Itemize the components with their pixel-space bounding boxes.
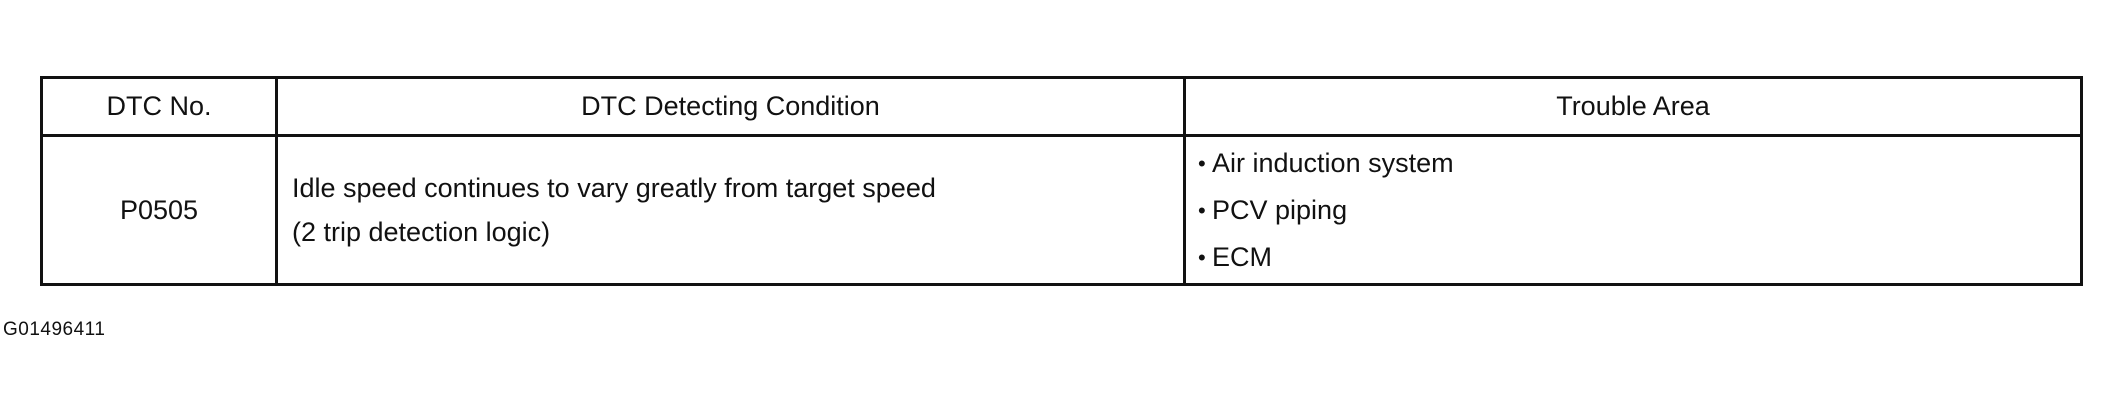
list-item: • Air induction system xyxy=(1198,140,2080,187)
dtc-table: DTC No. DTC Detecting Condition Trouble … xyxy=(40,76,2083,286)
table-row: P0505 Idle speed continues to vary great… xyxy=(40,134,2083,286)
list-item: • PCV piping xyxy=(1198,187,2080,234)
dtc-code: P0505 xyxy=(40,134,278,286)
condition-line: (2 trip detection logic) xyxy=(292,217,551,247)
bullet-icon: • xyxy=(1198,197,1206,223)
header-trouble-area: Trouble Area xyxy=(1183,76,2083,137)
header-detecting-condition: DTC Detecting Condition xyxy=(275,76,1186,137)
list-item: • ECM xyxy=(1198,234,2080,281)
header-dtc-no: DTC No. xyxy=(40,76,278,137)
trouble-area-item: Air induction system xyxy=(1212,147,1454,178)
figure-id: G01496411 xyxy=(3,319,106,340)
condition-line: Idle speed continues to vary greatly fro… xyxy=(292,173,936,203)
detecting-condition-cell: Idle speed continues to vary greatly fro… xyxy=(275,134,1186,286)
trouble-area-item: ECM xyxy=(1212,241,1272,272)
trouble-area-item: PCV piping xyxy=(1212,194,1348,225)
trouble-area-list: • Air induction system • PCV piping • EC… xyxy=(1198,140,2080,281)
bullet-icon: • xyxy=(1198,244,1206,270)
table-header-row: DTC No. DTC Detecting Condition Trouble … xyxy=(40,76,2083,137)
bullet-icon: • xyxy=(1198,150,1206,176)
trouble-area-cell: • Air induction system • PCV piping • EC… xyxy=(1183,134,2083,286)
